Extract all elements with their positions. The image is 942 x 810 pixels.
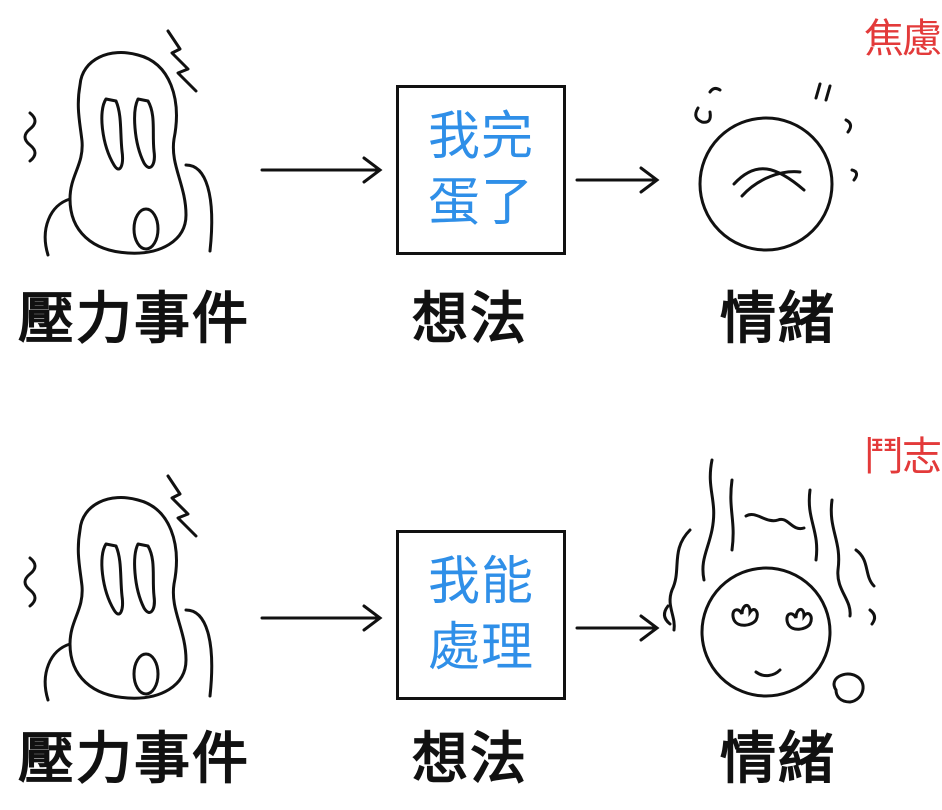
label-emotion: 情緒	[720, 287, 836, 352]
label-thought: 想法	[412, 727, 528, 792]
flow-row-anxiety: 我完蛋了 焦慮 壓力事件	[0, 0, 942, 390]
fired-up-face-icon	[660, 420, 900, 730]
label-stress-event: 壓力事件	[18, 727, 250, 792]
label-stress-event: 壓力事件	[18, 287, 250, 352]
label-thought: 想法	[412, 287, 528, 352]
emotion-word: 焦慮	[864, 16, 942, 62]
thought-text: 我完蛋了	[427, 107, 534, 233]
emotion-word: 鬥志	[864, 434, 942, 480]
arrow-right-icon	[258, 150, 398, 190]
flow-row-fighting-spirit: 我能處理	[0, 420, 942, 810]
arrow-right-icon	[573, 608, 713, 648]
label-emotion: 情緒	[720, 727, 836, 792]
thought-box: 我能處理	[396, 530, 566, 700]
thought-box: 我完蛋了	[396, 85, 566, 255]
stressed-figure-icon	[10, 15, 225, 265]
stressed-figure-icon	[10, 460, 225, 710]
arrow-right-icon	[573, 160, 713, 200]
arrow-right-icon	[258, 598, 398, 638]
thought-text: 我能處理	[427, 552, 534, 678]
anxious-face-icon	[660, 70, 900, 300]
